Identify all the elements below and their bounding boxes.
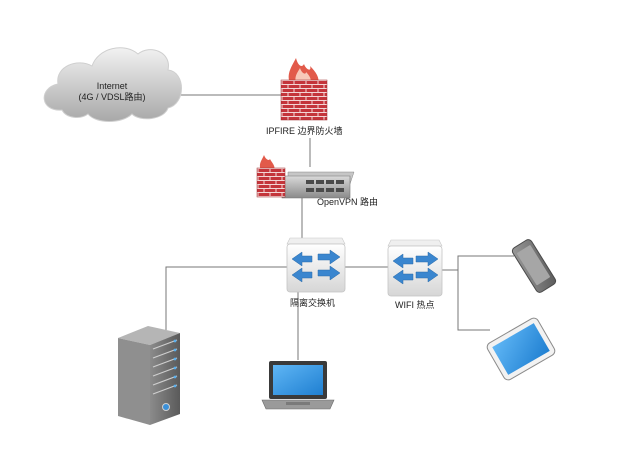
smartphone-icon: [511, 239, 557, 293]
internet-label: Internet (4G / VDSL路由): [72, 81, 152, 103]
server-icon: [118, 326, 180, 425]
link-wifi-phone: [441, 255, 514, 271]
link-switch-server: [165, 266, 288, 330]
wifi-label: WIFI 热点: [395, 300, 435, 310]
internet-label-line2: (4G / VDSL路由): [78, 92, 146, 102]
wifi-hotspot-icon: [387, 239, 443, 297]
firewall-label: IPFIRE 边界防火墙: [266, 126, 343, 136]
vpn-router-icon: [256, 155, 355, 199]
switch-icon: [286, 237, 346, 293]
firewall-icon: [280, 58, 328, 121]
tablet-icon: [486, 317, 556, 381]
switch-label: 隔离交换机: [290, 298, 336, 308]
laptop-icon: [261, 361, 335, 410]
link-wifi-tablet: [457, 270, 490, 331]
connections: [165, 94, 514, 360]
vpn-router-label: OpenVPN 路由: [317, 197, 379, 207]
cloud-icon: [43, 47, 182, 122]
internet-label-line1: Internet: [96, 81, 128, 91]
